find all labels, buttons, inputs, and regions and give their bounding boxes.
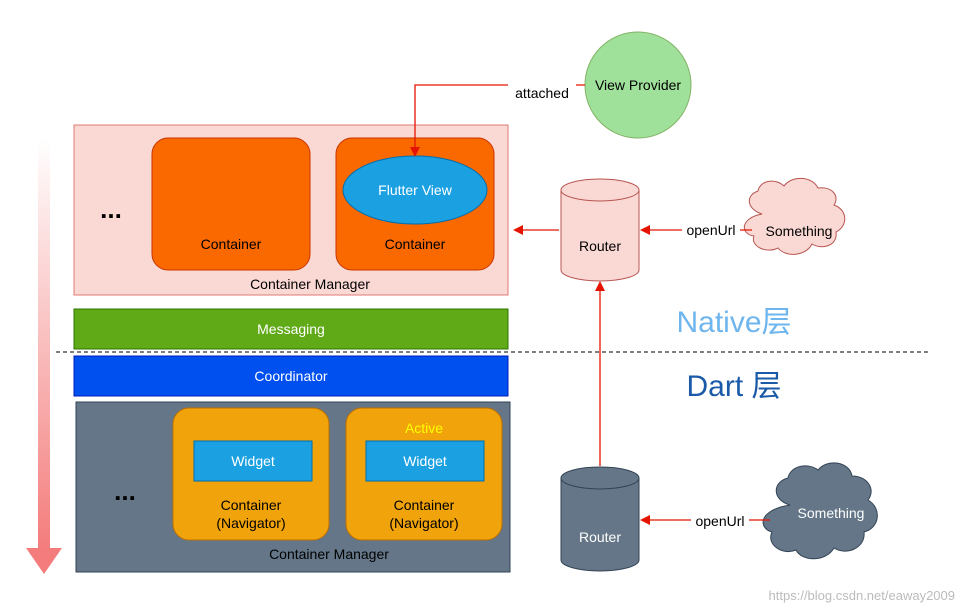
messaging-label: Messaging: [257, 321, 325, 337]
messaging-bar: Messaging: [73, 308, 509, 350]
native-something-cloud: Something: [744, 177, 846, 255]
dart-openurl-label: openUrl: [695, 513, 744, 529]
flutter-view-label: Flutter View: [378, 182, 453, 198]
native-ellipsis: ...: [100, 194, 122, 224]
widget-label-1: Widget: [231, 453, 275, 469]
native-something-label: Something: [766, 223, 833, 239]
coordinator-bar: Coordinator: [73, 355, 509, 397]
dart-container-2-title: Container: [394, 497, 455, 513]
dart-router: Router: [560, 466, 640, 572]
dart-router-label: Router: [579, 529, 621, 545]
dart-container-1-subtitle: (Navigator): [216, 515, 285, 531]
dart-container-1: Widget Container (Navigator): [172, 407, 330, 541]
dart-something-cloud: Something: [762, 462, 878, 560]
widget-box-1: [193, 440, 313, 482]
view-provider-label: View Provider: [595, 77, 681, 93]
native-container-manager-label: Container Manager: [250, 276, 370, 292]
flow-direction-arrow: [26, 138, 62, 574]
dart-container-manager: ... Widget Container (Navigator) Active …: [75, 401, 511, 573]
native-router-label: Router: [579, 238, 621, 254]
dart-ellipsis: ...: [114, 476, 136, 506]
native-openurl-label: openUrl: [686, 222, 735, 238]
dart-openurl-connector: openUrl: [640, 512, 770, 530]
dart-container-2-subtitle: (Navigator): [389, 515, 458, 531]
active-status-label: Active: [405, 420, 443, 436]
native-container-1: Container: [151, 137, 311, 271]
native-layer-title: Native层: [676, 306, 791, 339]
native-openurl-connector: openUrl: [640, 221, 752, 239]
native-container-1-label: Container: [201, 236, 262, 252]
attached-connector: attached: [410, 84, 585, 157]
dart-layer-title: Dart 层: [686, 370, 781, 403]
view-provider-node: View Provider: [584, 31, 692, 139]
dart-container-1-title: Container: [221, 497, 282, 513]
widget-label-2: Widget: [403, 453, 447, 469]
dart-something-label: Something: [798, 505, 865, 521]
dart-container-2: Active Widget Container (Navigator): [345, 407, 503, 541]
native-container-manager: ... Container Flutter View Container Con…: [73, 124, 509, 296]
coordinator-label: Coordinator: [254, 368, 327, 384]
dart-container-manager-label: Container Manager: [269, 546, 389, 562]
attached-label: attached: [515, 85, 569, 101]
native-router: Router: [560, 178, 640, 282]
watermark: https://blog.csdn.net/eaway2009: [769, 588, 955, 603]
native-container-2-label: Container: [385, 236, 446, 252]
widget-box-2: [365, 440, 485, 482]
native-container-2: Flutter View Container: [335, 137, 495, 271]
